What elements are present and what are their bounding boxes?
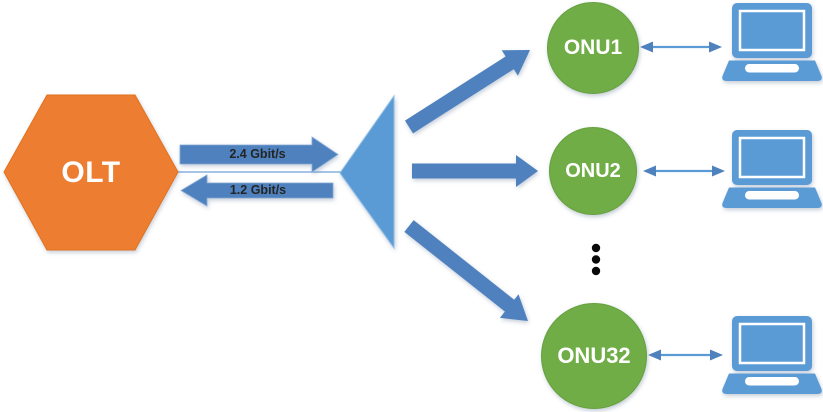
laptop-screen [732, 3, 812, 58]
onu2-label: ONU2 [565, 159, 621, 182]
olt-hexagon[interactable] [3, 94, 179, 251]
fan-arrow-onu1-head [501, 50, 530, 76]
link-arrow-right-head [709, 41, 722, 53]
laptop-screen [732, 316, 812, 371]
laptop-keyboard-slot [745, 64, 799, 73]
fan-arrow-onu1[interactable] [404, 50, 530, 134]
laptop-icon[interactable] [722, 3, 822, 81]
fan-arrow-onu2-head [516, 155, 538, 187]
ellipsis-dots [591, 243, 601, 276]
laptop-screen [732, 130, 812, 185]
downstream-block-arrow[interactable] [179, 136, 339, 173]
link-arrow-right-head [712, 165, 725, 177]
onu1-label: ONU1 [563, 36, 623, 59]
fan-arrow-onu32-shaft [404, 220, 515, 312]
node-onu2[interactable]: ONU2 [549, 127, 637, 215]
laptop-icon[interactable] [722, 316, 822, 394]
ellipsis-dot [591, 266, 601, 276]
laptop-screen-bezel [738, 322, 806, 365]
link-arrow-onu1-laptop[interactable] [640, 41, 722, 53]
laptop-screen-bezel [738, 136, 806, 179]
link-arrow-onu32-laptop[interactable] [648, 349, 723, 361]
onu32-label: ONU32 [557, 343, 631, 368]
upstream-block-arrow[interactable] [180, 174, 334, 207]
link-arrow-onu2-laptop[interactable] [643, 165, 725, 177]
ellipsis-dot [591, 243, 601, 253]
laptop-icon[interactable] [722, 130, 822, 208]
fan-arrow-onu32[interactable] [404, 220, 528, 321]
fan-arrow-onu32-head [499, 294, 528, 321]
link-arrow-left-head [643, 165, 656, 177]
link-arrow-left-head [640, 41, 653, 53]
node-onu1[interactable]: ONU1 [547, 2, 639, 94]
laptop-screen-bezel [738, 9, 806, 52]
laptop-keyboard-slot [745, 191, 799, 200]
laptop-keyboard-slot [745, 377, 799, 386]
fan-arrow-onu1-shaft [404, 55, 516, 134]
link-arrow-right-head [710, 349, 723, 361]
fan-arrow-onu2[interactable] [412, 155, 538, 187]
ellipsis-dot [591, 255, 601, 264]
link-arrow-left-head [648, 349, 661, 361]
node-onu32[interactable]: ONU32 [541, 303, 647, 409]
splitter-triangle[interactable] [339, 94, 395, 250]
